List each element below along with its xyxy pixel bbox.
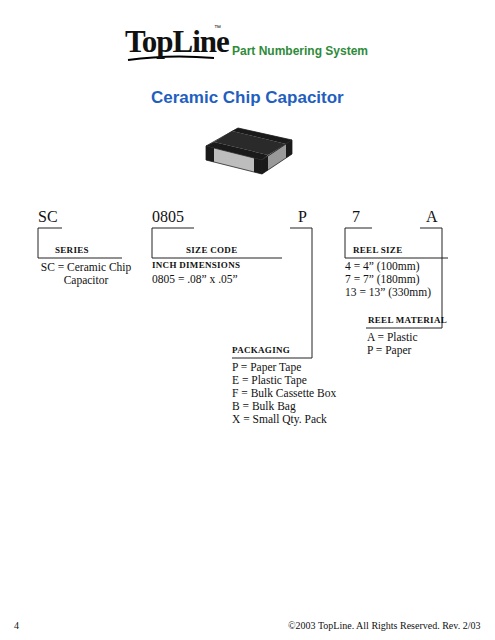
trademark: ™	[214, 24, 221, 32]
page-number: 4	[14, 620, 19, 632]
field-value: B = Bulk Bag	[232, 400, 296, 413]
field-value: 7 = 7” (180mm)	[345, 273, 420, 286]
field-heading: SIZE CODE	[186, 245, 237, 255]
field-value: E = Plastic Tape	[232, 374, 307, 387]
field-value: P = Paper Tape	[232, 361, 301, 374]
field-value: 4 = 4” (100mm)	[345, 260, 420, 273]
copyright-note: ©2003 TopLine. All Rights Reserved. Rev.…	[288, 620, 480, 632]
field-heading: INCH DIMENSIONS	[152, 260, 240, 270]
field-value: A = Plastic	[367, 331, 418, 344]
field-heading: REEL SIZE	[353, 245, 402, 255]
part-code: 0805	[152, 208, 184, 226]
field-value: P = Paper	[367, 344, 411, 357]
part-code: 7	[352, 208, 360, 226]
page-title: Ceramic Chip Capacitor	[151, 88, 344, 108]
logo-text: TopLine	[125, 24, 229, 60]
chip-illustration	[206, 128, 292, 174]
field-value: X = Small Qty. Pack	[232, 413, 327, 426]
field-heading: PACKAGING	[232, 345, 290, 355]
field-heading: REEL MATERIAL	[368, 315, 447, 325]
field-value: 0805 = .08” x .05”	[152, 273, 238, 286]
field-heading: SERIES	[55, 245, 89, 255]
part-code: P	[298, 208, 307, 226]
field-value: 13 = 13” (330mm)	[345, 286, 431, 299]
field-value: SC = Ceramic Chip Capacitor	[30, 261, 142, 287]
field-value: F = Bulk Cassette Box	[232, 387, 336, 400]
part-code: SC	[38, 208, 58, 226]
part-code: A	[426, 208, 438, 226]
bracket-lines	[38, 228, 448, 358]
header-subtitle: Part Numbering System	[232, 45, 368, 59]
